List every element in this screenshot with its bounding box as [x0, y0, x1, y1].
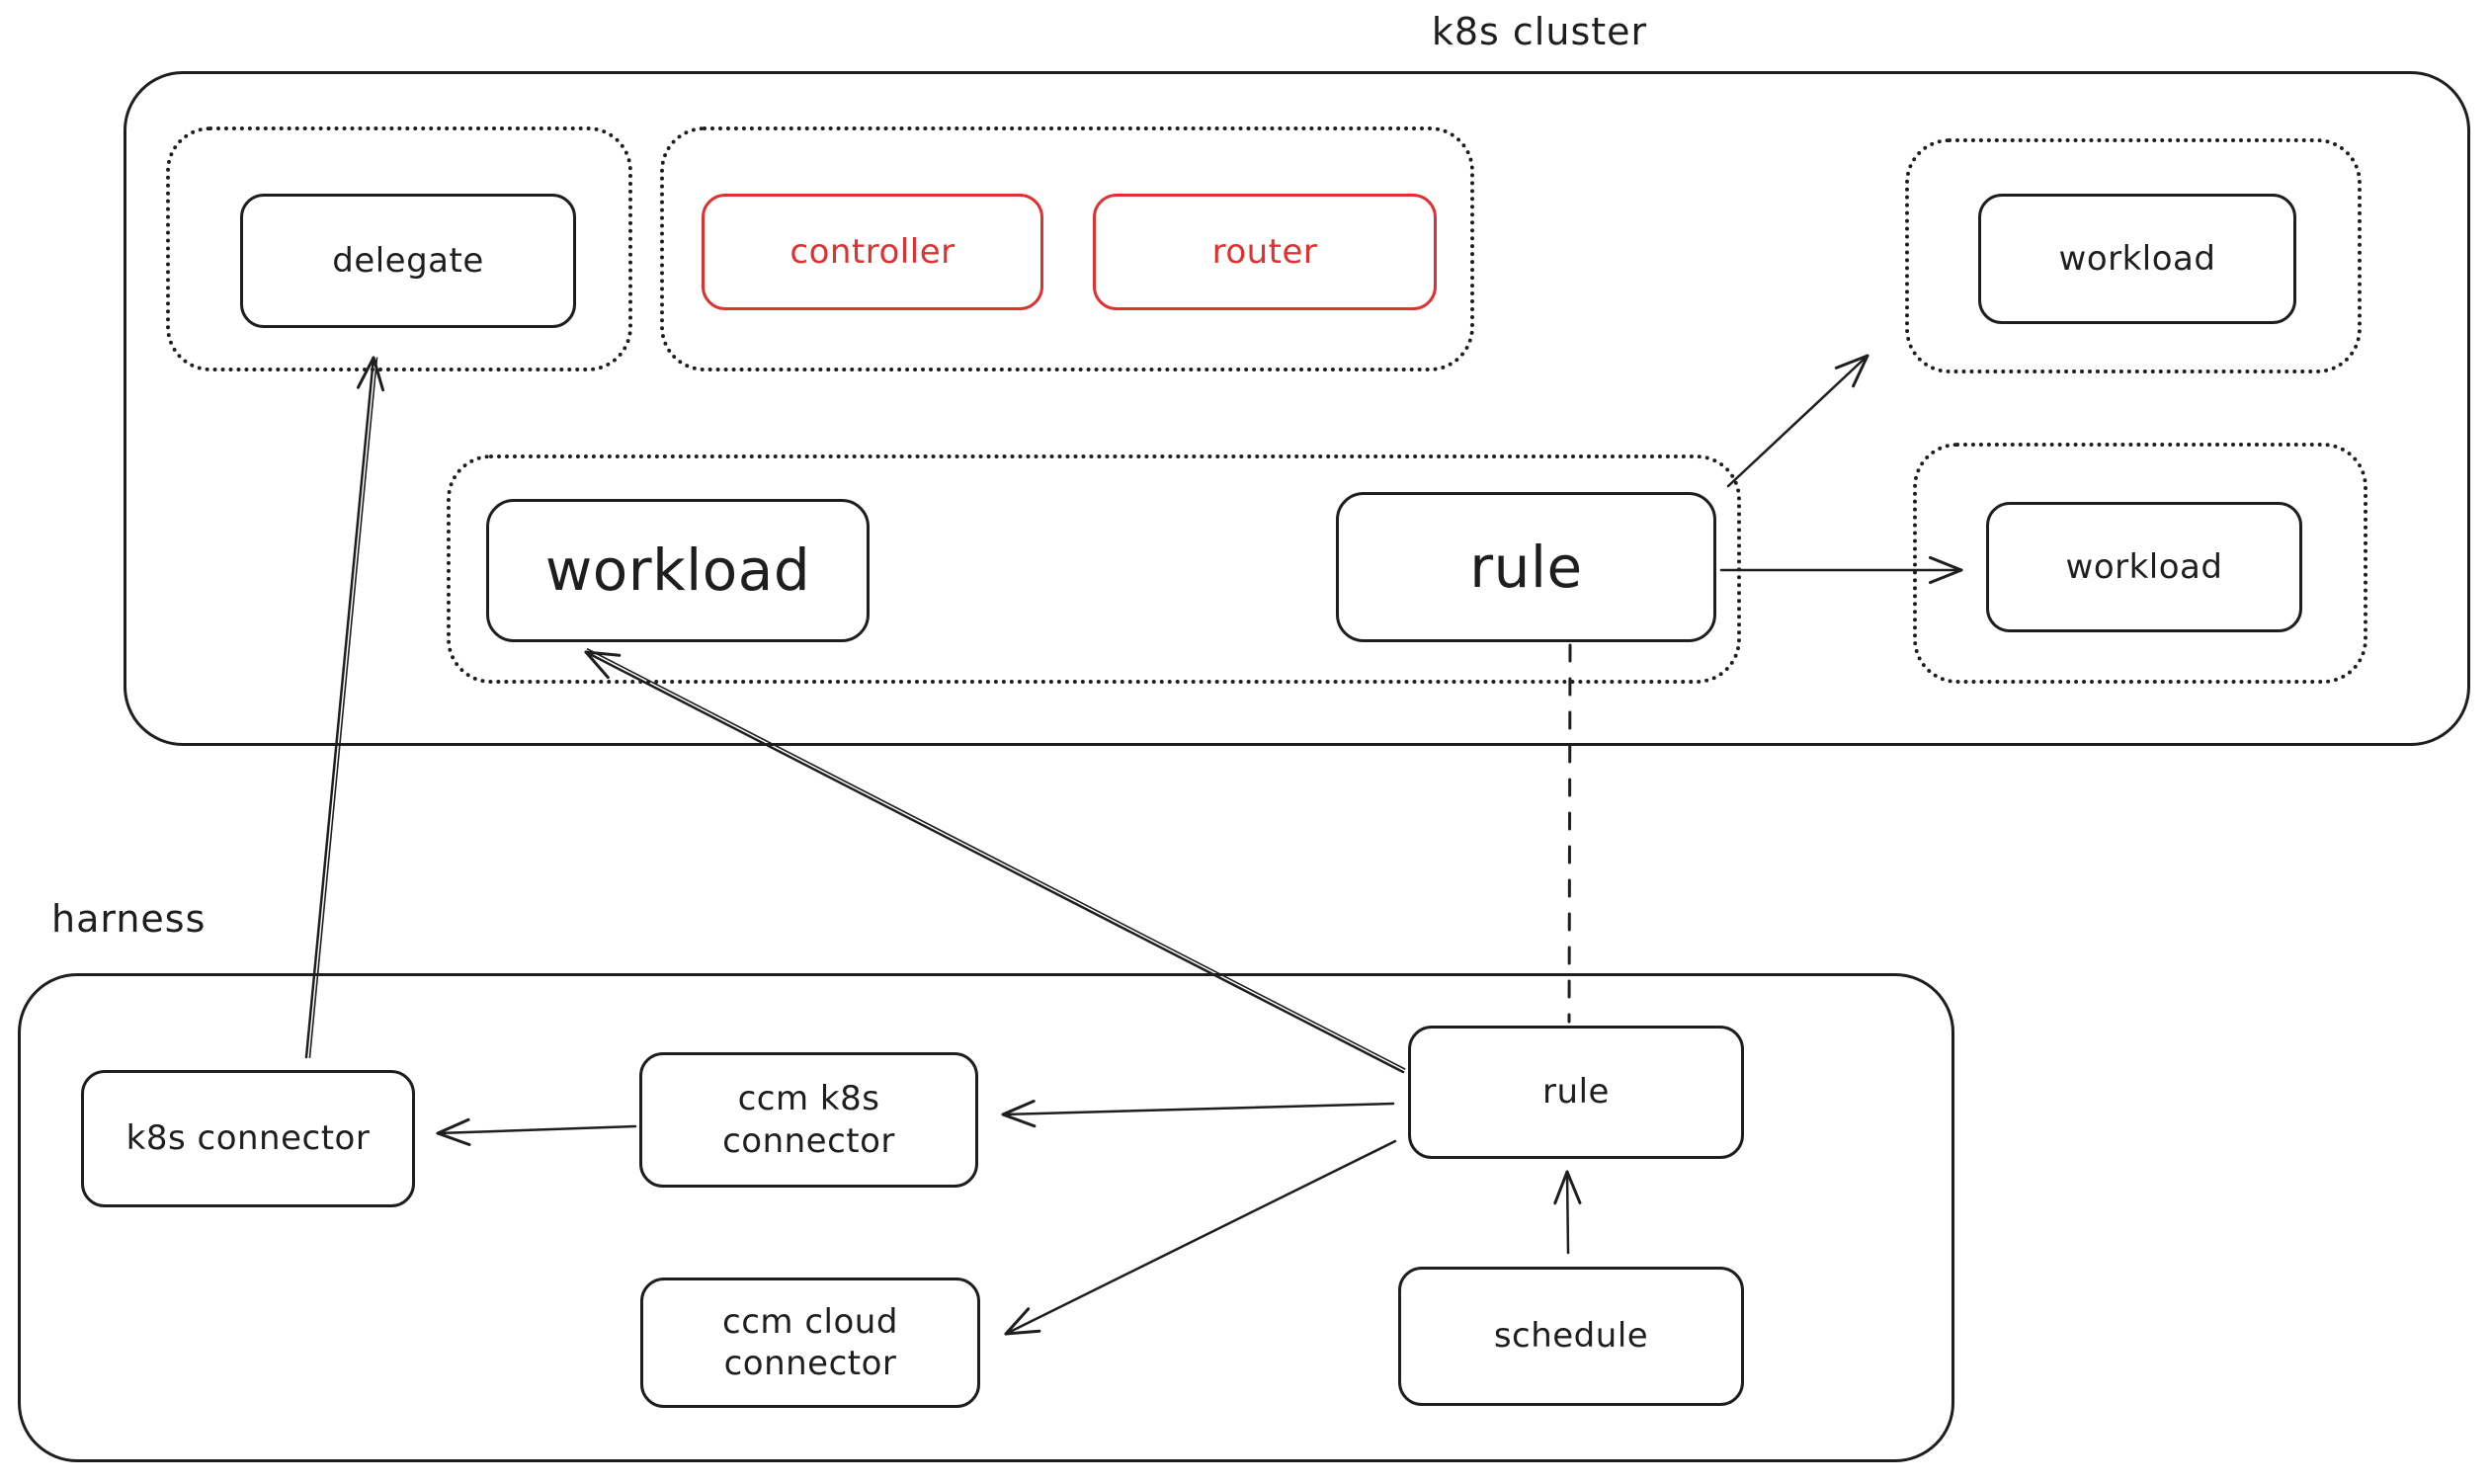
node-k8s-connector: k8s connector — [81, 1070, 415, 1207]
node-workload-top: workload — [1978, 194, 2296, 324]
harness-label: harness — [51, 897, 207, 941]
k8s-cluster-label: k8s cluster — [1431, 10, 1648, 53]
workload-right-dotted-group — [1913, 443, 2367, 684]
node-router: router — [1093, 194, 1437, 310]
workload-top-dotted-group — [1905, 138, 2362, 373]
node-workload-mid: workload — [486, 499, 870, 642]
node-rule-k8s: rule — [1336, 492, 1716, 642]
node-controller: controller — [702, 194, 1043, 310]
node-ccm-cloud-connector: ccm cloud connector — [640, 1278, 980, 1408]
node-rule-harness: rule — [1408, 1026, 1744, 1159]
node-ccm-k8s-connector: ccm k8s connector — [639, 1052, 978, 1188]
controller-router-dotted-group — [660, 126, 1474, 371]
node-delegate: delegate — [240, 194, 576, 328]
node-schedule: schedule — [1398, 1267, 1744, 1406]
delegate-dotted-group — [166, 126, 632, 371]
node-workload-right: workload — [1986, 502, 2302, 632]
